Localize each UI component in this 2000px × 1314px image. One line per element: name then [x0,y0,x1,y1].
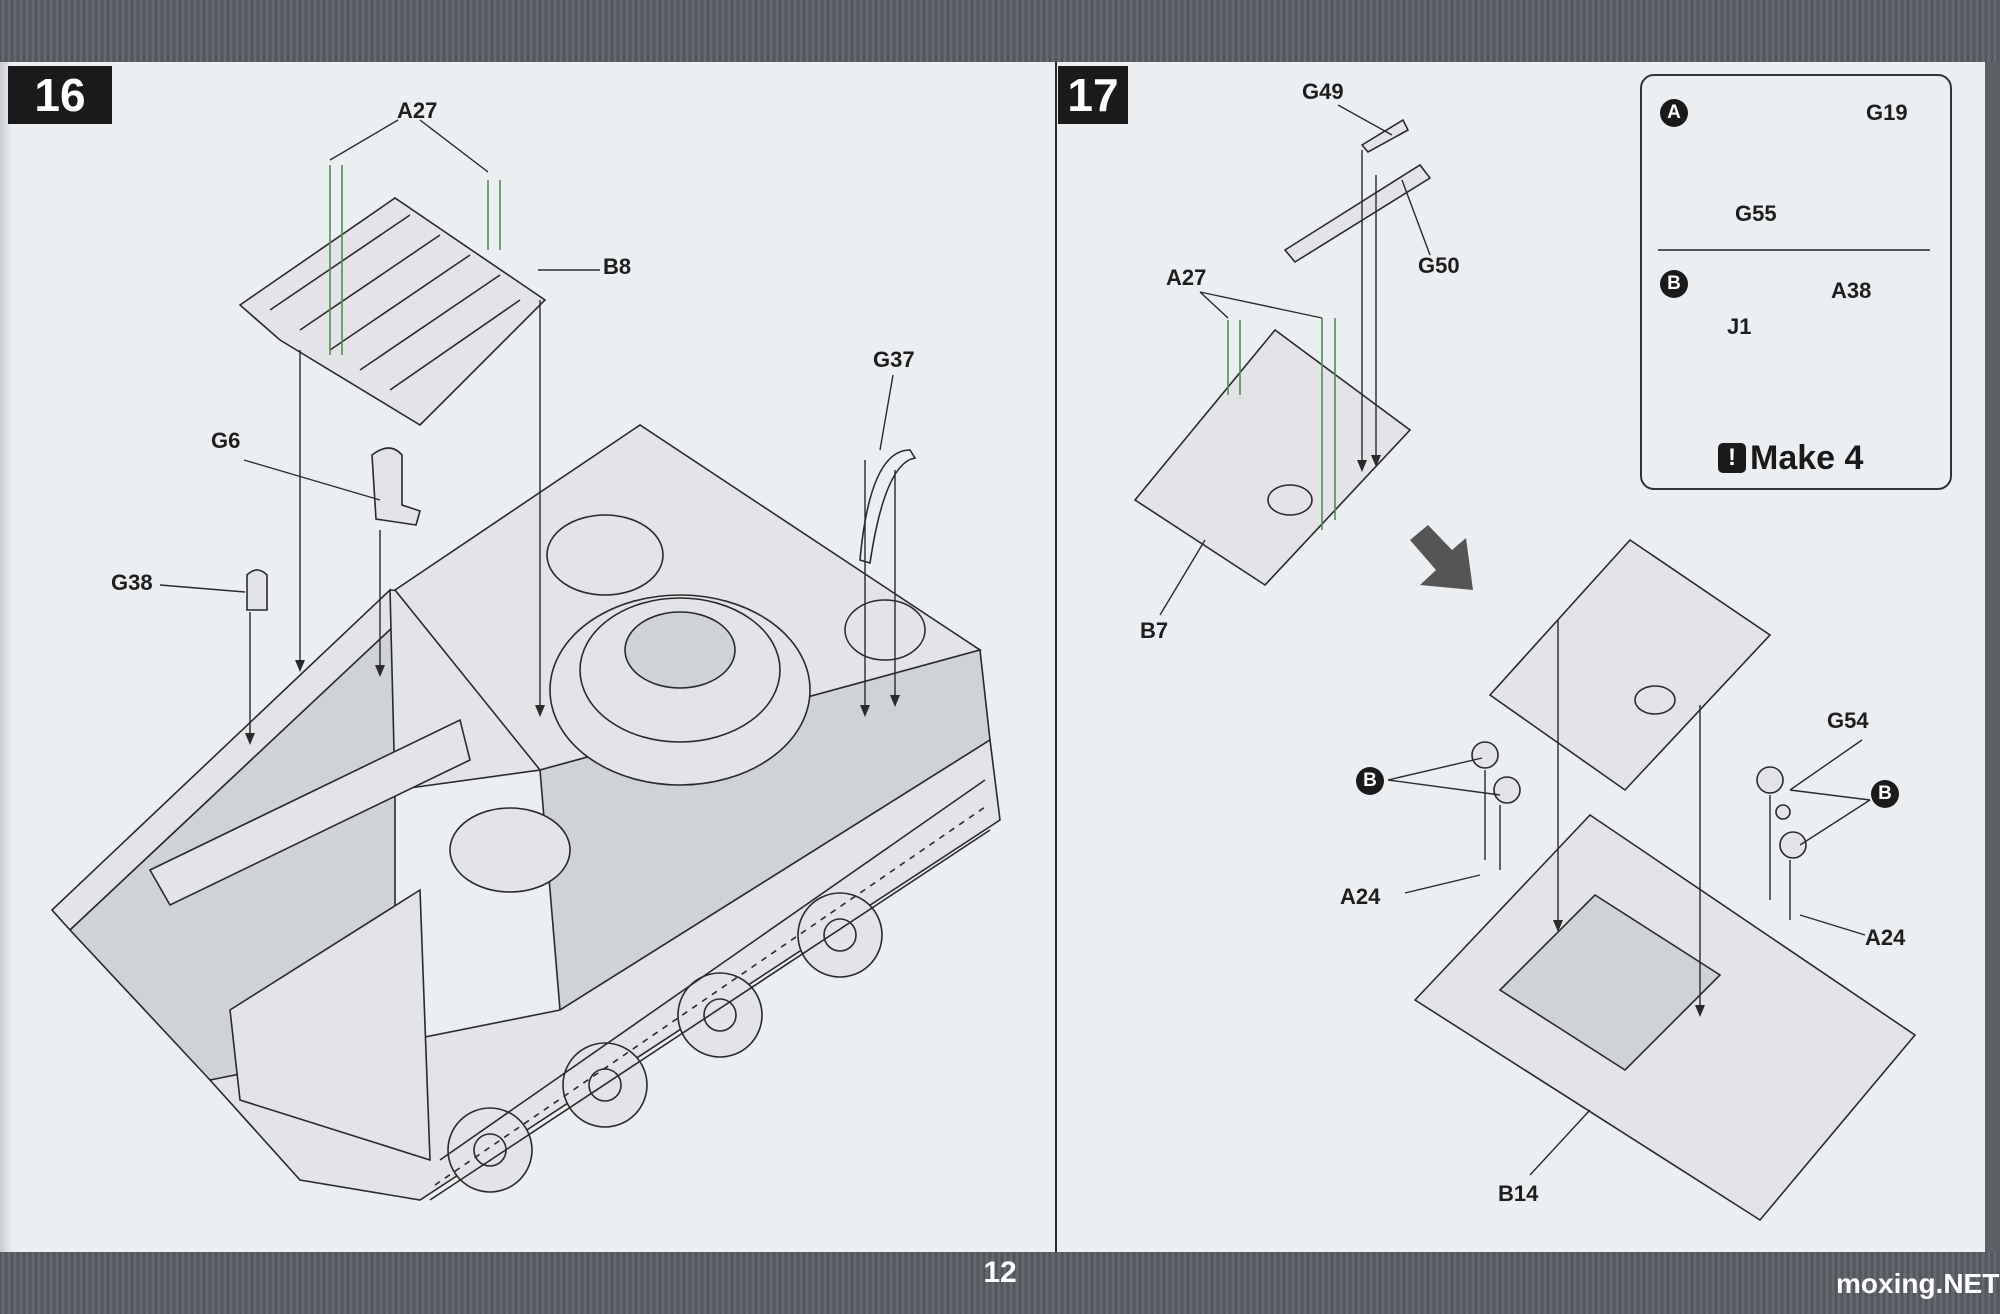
grille-b8-drawing [238,197,547,427]
label-a38: A38 [1831,278,1872,303]
label-g38: G38 [111,570,153,595]
label-g37: G37 [873,347,915,372]
direction-arrow [1410,525,1473,590]
label-a24-left: A24 [1340,884,1381,909]
label-g19: G19 [1866,100,1908,125]
label-g50: G50 [1418,253,1460,278]
sub-assembly-callout [1640,74,1952,490]
label-g55: G55 [1735,201,1777,226]
callout-section-b-badge: B [1660,270,1688,298]
label-b14: B14 [1498,1181,1539,1206]
hatch-b7-drawing [1133,118,1432,587]
exclamation-icon: ! [1718,443,1746,473]
callout-ref-b-left: B [1356,767,1384,795]
page-edge-shadow [0,62,12,1252]
make-note-text: Make 4 [1750,438,1864,477]
assembly-b14-drawing [1413,538,1917,1222]
label-a24-right: A24 [1865,925,1906,950]
step-17-number: 17 [1058,66,1128,124]
label-j1: J1 [1727,314,1752,339]
label-g49: G49 [1302,79,1344,104]
site-watermark: moxing.NET [1836,1268,2000,1299]
step-divider [1055,62,1057,1252]
label-b7: B7 [1140,618,1169,643]
label-b8: B8 [603,254,632,279]
top-scan-band [0,0,2000,62]
leaders-17 [1159,104,1871,1176]
label-g54: G54 [1827,708,1869,733]
make-quantity-note: ! Make 4 [1718,436,1863,480]
label-a27-step17: A27 [1166,265,1207,290]
callout-ref-b-right: B [1871,780,1899,808]
label-a27-step16: A27 [397,98,438,123]
step-16-number: 16 [8,66,112,124]
bottom-scan-band [0,1252,2000,1314]
hull-drawing [50,424,1001,1201]
callout-separator [1658,249,1930,251]
label-g6: G6 [211,428,241,453]
page-number: 12 [983,1256,1017,1289]
small-parts-16 [246,447,917,611]
callout-section-a-badge: A [1660,99,1688,127]
leaders-16 [159,119,900,745]
